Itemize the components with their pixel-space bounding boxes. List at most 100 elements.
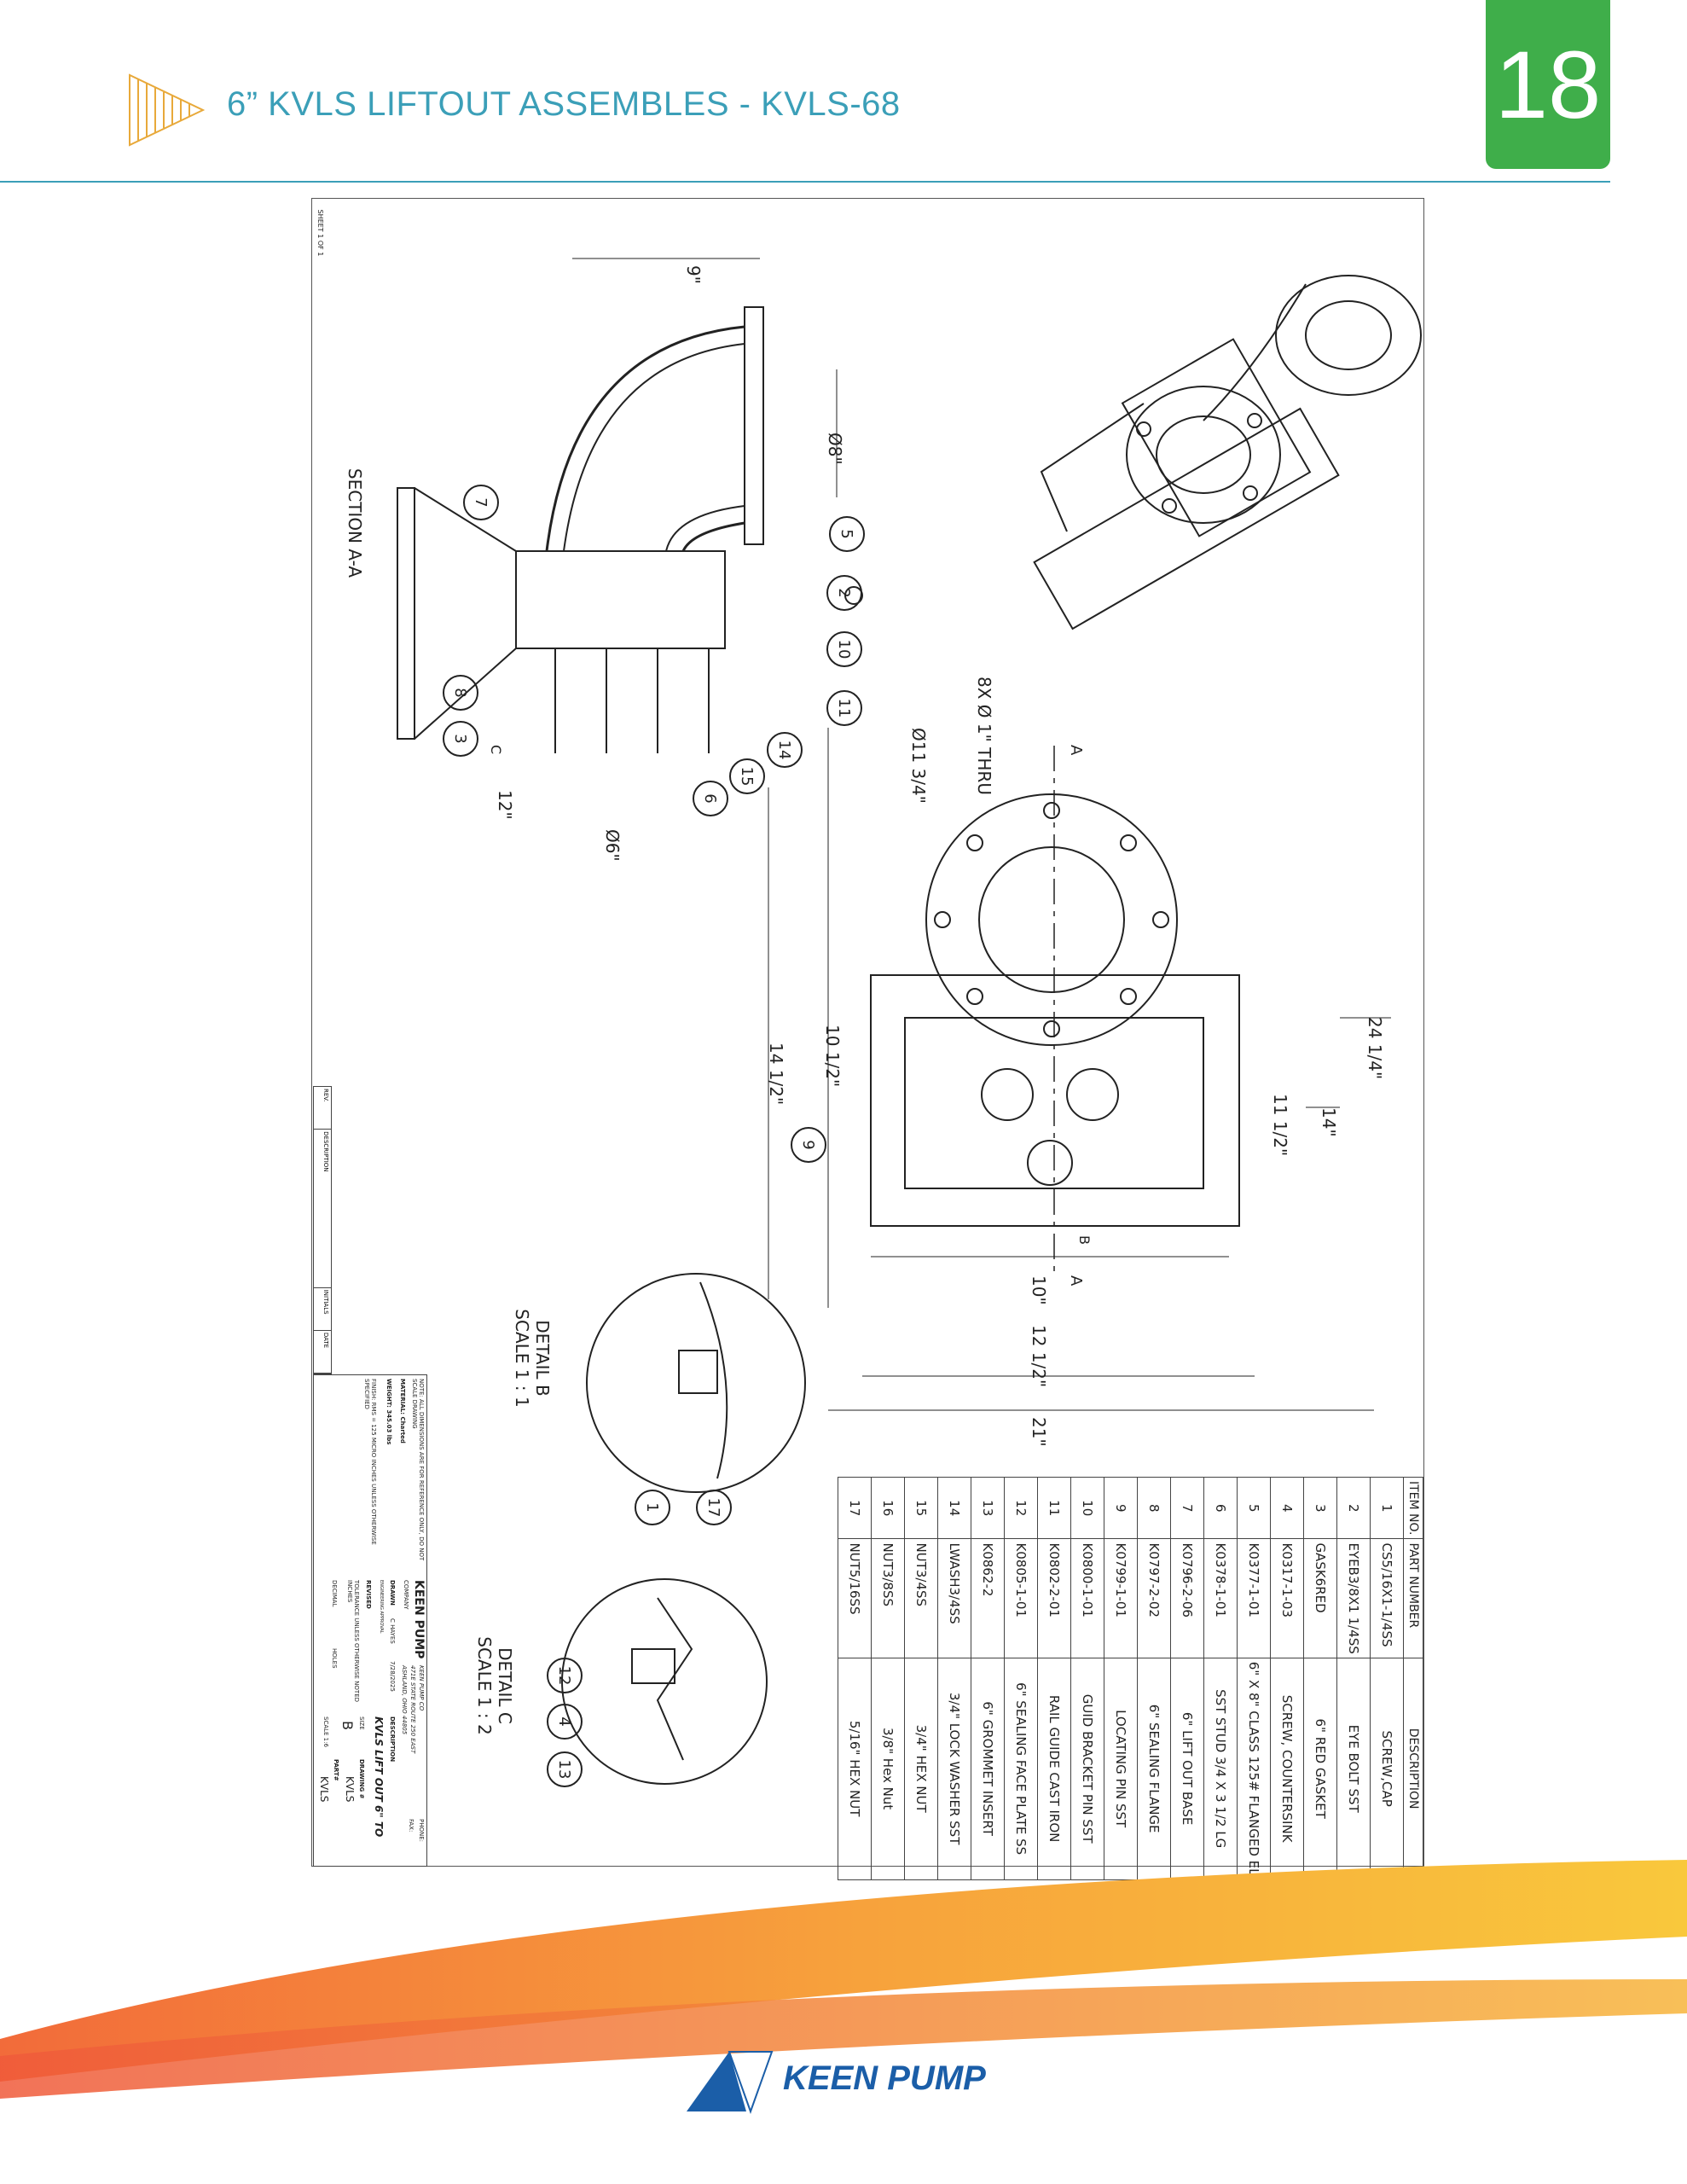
cell-item-no: 1 <box>1370 1477 1404 1539</box>
detail-b-scale: SCALE 1 : 1 <box>512 1309 532 1407</box>
tb-fax: FAX: <box>408 1819 415 1833</box>
cell-item-no: 3 <box>1303 1477 1337 1539</box>
title-block: NOTE: ALL DIMENSIONS ARE FOR REFERENCE O… <box>313 1374 427 1867</box>
dim-24-25: 24 1/4" <box>1365 1017 1385 1079</box>
svg-text:2: 2 <box>835 588 853 597</box>
balloon-3: 3 <box>443 721 478 757</box>
tb-tolerance: TOLERANCE UNLESS OTHERWISE NOTED INCHES <box>346 1580 360 1703</box>
svg-text:17: 17 <box>704 1498 722 1518</box>
keen-pump-logo-icon <box>687 2051 774 2114</box>
dim-12: 12" <box>495 790 515 820</box>
cell-item-no: 9 <box>1104 1477 1138 1539</box>
svg-text:15: 15 <box>738 767 756 787</box>
balloon-12: 12 <box>547 1658 583 1693</box>
cell-item-no: 16 <box>871 1477 905 1539</box>
cell-part-number: NUT5/16SS <box>838 1538 872 1658</box>
cell-item-no: 12 <box>1004 1477 1038 1539</box>
cell-item-no: 11 <box>1037 1477 1071 1539</box>
column-header-part: PART NUMBER <box>1403 1538 1423 1658</box>
svg-text:14: 14 <box>775 741 793 760</box>
dim-dia-11-75: Ø11 3/4" <box>908 728 929 804</box>
table-header-row: ITEM NO. PART NUMBER DESCRIPTION <box>1403 1477 1423 1880</box>
cell-part-number: K0802-2-01 <box>1037 1538 1071 1658</box>
balloon-17: 17 <box>696 1490 732 1525</box>
balloon-11: 11 <box>826 690 862 726</box>
balloon-14: 14 <box>767 732 803 768</box>
tb-material: MATERIAL: Charted <box>399 1379 406 1443</box>
svg-text:6: 6 <box>701 793 719 803</box>
detail-c-title: DETAIL C <box>495 1647 515 1724</box>
balloon-5: 5 <box>829 516 865 552</box>
tb-company-logo: KEEN PUMP <box>412 1580 426 1659</box>
dim-9: 9" <box>683 265 704 284</box>
chevron-logo-icon <box>129 73 205 147</box>
balloon-13: 13 <box>547 1751 583 1787</box>
svg-text:5: 5 <box>838 529 855 538</box>
detail-b-view <box>586 1273 806 1493</box>
tb-drawing-no: KVLS <box>344 1776 356 1803</box>
tb-description: KVLS LIFT OUT 6" TO <box>373 1716 385 1838</box>
cell-part-number: LWASH3/4SS <box>937 1538 971 1658</box>
tb-drawn-date: 7/28/2025 <box>389 1661 396 1692</box>
section-a-a-view <box>397 258 863 753</box>
dim-10: 10" <box>1029 1275 1049 1305</box>
balloon-4: 4 <box>547 1704 583 1740</box>
svg-text:8: 8 <box>451 688 469 697</box>
cell-item-no: 15 <box>904 1477 938 1539</box>
tb-scale: SCALE 1:6 <box>322 1716 329 1747</box>
dim-dia-6: Ø6" <box>602 829 623 862</box>
drawing-sheet: SECTION A-A A A B C 9" <box>312 199 1425 1880</box>
balloon-2: 2 <box>826 575 862 611</box>
balloon-9: 9 <box>791 1127 826 1163</box>
tb-size-label: SIZE <box>358 1716 365 1730</box>
cell-part-number: K0797-2-02 <box>1137 1538 1171 1658</box>
balloon-7: 7 <box>463 485 499 520</box>
dim-14-5: 14 1/2" <box>766 1043 786 1105</box>
revision-block: REV. DESCRIPTION INITIALS DATE <box>313 1086 332 1374</box>
tb-drawn-label: DRAWN <box>389 1580 396 1606</box>
page-number-badge: 18 <box>1486 0 1610 169</box>
svg-text:7: 7 <box>472 497 490 507</box>
dim-12-5: 12 1/2" <box>1029 1325 1049 1387</box>
balloon-8: 8 <box>443 675 478 711</box>
rev-label: REV. <box>314 1087 331 1130</box>
cell-item-no: 13 <box>971 1477 1005 1539</box>
dim-21: 21" <box>1029 1417 1049 1447</box>
engineering-drawing: SECTION A-A A A B C 9" <box>311 198 1425 1880</box>
tb-note: NOTE: ALL DIMENSIONS ARE FOR REFERENCE O… <box>411 1379 425 1561</box>
section-mark-a-bottom: A <box>1067 1275 1085 1287</box>
tb-eng-approval: ENGINEERING APPROVAL <box>379 1580 384 1634</box>
cell-item-no: 8 <box>1137 1477 1171 1539</box>
balloon-15: 15 <box>729 758 765 794</box>
cell-part-number: K0862-2 <box>971 1538 1005 1658</box>
tb-part-label: PART# <box>333 1759 339 1781</box>
tb-decimal: DECIMAL <box>331 1580 338 1607</box>
cell-part-number: K0805-1-01 <box>1004 1538 1038 1658</box>
svg-text:11: 11 <box>835 699 853 718</box>
tb-holes: HOLES <box>331 1648 338 1669</box>
cell-part-number: NUT3/4SS <box>904 1538 938 1658</box>
dim-dia-8: Ø8" <box>825 433 845 465</box>
tb-phone: PHONE: <box>418 1819 425 1843</box>
rev-description-label: DESCRIPTION <box>314 1130 331 1288</box>
rev-date-label: DATE <box>314 1330 331 1374</box>
isometric-view <box>1033 275 1422 630</box>
section-mark-a-top: A <box>1067 745 1085 756</box>
cell-part-number: K0317-1-03 <box>1270 1538 1304 1658</box>
balloon-10: 10 <box>826 631 862 667</box>
cell-part-number: K0799-1-01 <box>1104 1538 1138 1658</box>
cell-item-no: 2 <box>1336 1477 1371 1539</box>
tb-drawing-no-label: DRAWING # <box>358 1759 365 1799</box>
